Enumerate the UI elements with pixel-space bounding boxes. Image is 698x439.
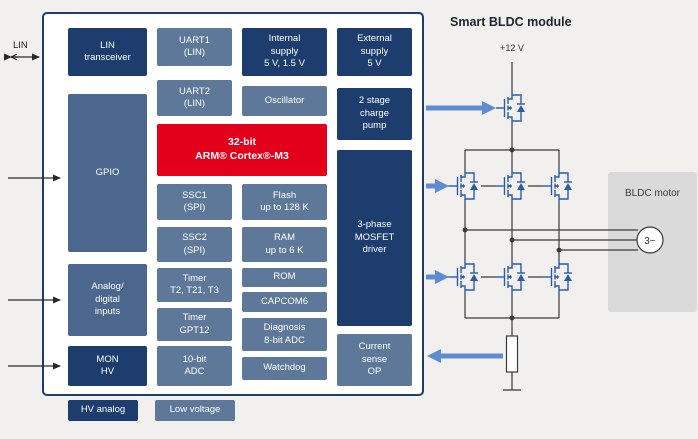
junction-dot [509, 237, 515, 243]
block-ssc1: SSC1 (SPI) [157, 184, 232, 220]
block-rom: ROM [242, 268, 327, 287]
lin-left-arrowhead [10, 53, 18, 61]
driver-arrows [426, 101, 503, 363]
block-ram: RAM up to 6 K [242, 227, 327, 262]
legend-hv-analog: HV analog [68, 400, 138, 421]
block-capcom6: CAPCOM6 [242, 292, 327, 312]
lin-bus-label: LIN [13, 40, 28, 51]
block-charge-pump: 2 stage charge pump [337, 88, 412, 140]
lowside-mosfet-icon [448, 259, 482, 295]
block-mon-hv: MON HV [68, 346, 147, 386]
highside-mosfet-icon [448, 168, 482, 204]
lowside-gate-arrow [426, 270, 449, 284]
block-uart2: UART2 (LIN) [157, 80, 232, 116]
highside-mosfet-icon [495, 168, 529, 204]
block-uart1: UART1 (LIN) [157, 28, 232, 66]
block-current-sense-op: Current sense OP [337, 334, 412, 386]
block-gpio: GPIO [68, 94, 147, 252]
block-10bit-adc: 10-bit ADC [157, 346, 232, 386]
block-timer-t2: Timer T2, T21, T3 [157, 268, 232, 302]
junction-dot [556, 247, 562, 253]
highside-gate-arrow [426, 179, 449, 193]
block-timer-gpt12: Timer GPT12 [157, 308, 232, 341]
supply-12v-label: +12 V [500, 43, 524, 53]
highside-mosfet-icon [542, 168, 576, 204]
legend-low-voltage: Low voltage [155, 400, 235, 421]
block-external-supply: External supply 5 V [337, 28, 412, 76]
junction-dot [509, 147, 515, 153]
block-oscillator: Oscillator [242, 86, 327, 116]
block-internal-supply: Internal supply 5 V, 1.5 V [242, 28, 327, 76]
page-title: Smart BLDC module [450, 15, 572, 29]
bldc-motor-label: BLDC motor [624, 188, 680, 199]
junction-dot [509, 315, 515, 321]
block-analog-digital-inputs: Analog/ digital inputs [68, 264, 147, 336]
block-watchdog: Watchdog [242, 357, 327, 380]
lowside-mosfet-icon [495, 259, 529, 295]
block-diagnosis-adc: Diagnosis 8-bit ADC [242, 318, 327, 351]
block-mosfet-driver: 3-phase MOSFET driver [337, 150, 412, 326]
block-arm-cortex-m3: 32-bit ARM® Cortex®-M3 [157, 124, 327, 176]
shunt-resistor [505, 335, 519, 373]
block-flash: Flash up to 128 K [242, 184, 327, 220]
lowside-mosfet-icon [542, 259, 576, 295]
junction-dot [462, 227, 468, 233]
reverse-protection-mosfet-icon [495, 90, 529, 126]
charge-pump-gate-arrow [426, 101, 496, 115]
block-lin-transceiver: LIN transceiver [68, 28, 147, 76]
current-sense-arrow [427, 349, 503, 363]
block-ssc2: SSC2 (SPI) [157, 227, 232, 262]
